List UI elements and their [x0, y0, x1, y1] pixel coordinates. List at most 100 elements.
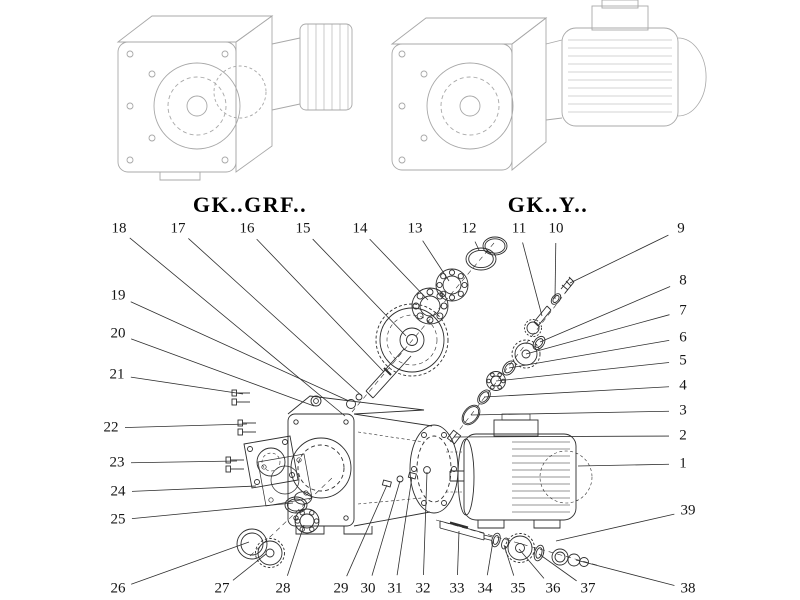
leader-line-39	[555, 513, 675, 542]
small-output-gear	[255, 538, 285, 568]
part-callout-33: 33	[449, 580, 465, 597]
leader-line-29	[346, 484, 388, 577]
electric-motor	[446, 413, 593, 529]
part-callout-32: 32	[415, 580, 431, 597]
part-callout-2: 2	[679, 427, 687, 444]
part-callout-27: 27	[214, 580, 230, 597]
leader-line-20	[131, 338, 315, 407]
part-callout-30: 30	[360, 580, 376, 597]
leader-line-11	[522, 242, 543, 317]
leader-line-6	[508, 339, 670, 369]
part-callout-19: 19	[110, 287, 126, 304]
part-callout-3: 3	[679, 402, 687, 419]
leader-line-7	[525, 314, 670, 355]
leader-line-17	[188, 238, 363, 397]
leader-line-1	[577, 463, 670, 467]
part-callout-36: 36	[545, 580, 561, 597]
washer-ring	[502, 360, 516, 376]
leader-line-33	[457, 530, 460, 576]
leader-line-37	[538, 553, 577, 582]
leader-line-35	[503, 544, 515, 576]
leader-line-5	[495, 362, 670, 382]
part-callout-15: 15	[295, 220, 311, 237]
leader-line-34	[486, 540, 494, 576]
mounting-bolts	[225, 389, 256, 473]
small-bearing	[486, 371, 506, 391]
part-callout-1: 1	[679, 455, 687, 472]
leader-line-15	[312, 238, 407, 337]
gear-housing	[287, 395, 459, 535]
leader-line-21	[130, 376, 244, 395]
part-callout-21: 21	[109, 366, 125, 383]
leader-line-9	[569, 234, 669, 284]
part-callout-6: 6	[679, 329, 687, 346]
part-callout-35: 35	[510, 580, 526, 597]
variant-title-grf: GK..GRF..	[192, 192, 308, 217]
leader-line-14	[369, 238, 429, 301]
part-callout-29: 29	[333, 580, 349, 597]
leader-line-28	[286, 524, 305, 576]
part-callout-23: 23	[109, 454, 125, 471]
leader-line-38	[575, 559, 675, 586]
part-callout-14: 14	[352, 220, 368, 237]
part-callout-34: 34	[477, 580, 493, 597]
part-callout-20: 20	[110, 325, 126, 342]
assembly-axis-lines	[249, 242, 601, 567]
leader-line-36	[518, 548, 545, 579]
part-callout-24: 24	[110, 483, 126, 500]
variant-title-gky: GK..Y..	[507, 192, 589, 217]
part-callout-8: 8	[679, 272, 687, 289]
oring-set	[465, 236, 508, 271]
part-callout-9: 9	[677, 220, 685, 237]
output-shaft-assembly	[439, 520, 589, 567]
output-flange-plates	[243, 435, 313, 507]
leader-line-10	[554, 242, 557, 300]
part-callout-37: 37	[580, 580, 596, 597]
part-callout-38: 38	[680, 580, 696, 597]
part-callout-4: 4	[679, 377, 687, 394]
leader-line-24	[131, 485, 257, 492]
bearing-lower	[411, 287, 449, 325]
part-callout-18: 18	[111, 220, 127, 237]
helical-gear	[375, 303, 449, 377]
leader-line-22	[124, 423, 248, 428]
output-bearing	[294, 508, 320, 534]
part-callout-5: 5	[679, 352, 687, 369]
shim-rings	[284, 491, 312, 514]
seal-ring	[236, 528, 268, 560]
bevel-pinion-shaft	[524, 276, 575, 337]
part-callout-26: 26	[110, 580, 126, 597]
motor-sketch	[545, 0, 707, 127]
input-shaft	[346, 348, 412, 409]
part-callout-22: 22	[103, 419, 119, 436]
part-callout-39: 39	[680, 502, 696, 519]
leader-lines	[124, 234, 675, 586]
bearing-upper	[435, 268, 469, 302]
part-callout-25: 25	[110, 511, 126, 528]
part-callout-11: 11	[511, 220, 527, 237]
part-callout-12: 12	[461, 220, 477, 237]
part-callout-31: 31	[387, 580, 403, 597]
leader-line-19	[130, 301, 350, 402]
leader-line-18	[129, 237, 346, 417]
bevel-gear	[511, 339, 541, 369]
pinion-spacer-ring	[532, 335, 546, 351]
assembled-view-gky	[390, 0, 707, 171]
leader-line-32	[423, 471, 428, 576]
leader-line-4	[483, 386, 670, 398]
assembled-view-grf	[116, 15, 353, 181]
leader-line-2	[453, 435, 670, 438]
small-fittings	[381, 466, 431, 488]
part-callout-16: 16	[239, 220, 255, 237]
leader-line-16	[256, 238, 385, 373]
leader-line-8	[539, 286, 671, 343]
leader-line-3	[470, 410, 670, 416]
part-callout-28: 28	[275, 580, 291, 597]
leader-line-26	[131, 541, 250, 585]
part-callout-7: 7	[679, 302, 687, 319]
leader-line-27	[232, 553, 267, 581]
leader-line-30	[371, 480, 401, 576]
exploded-view	[225, 236, 601, 568]
part-callout-13: 13	[407, 220, 423, 237]
